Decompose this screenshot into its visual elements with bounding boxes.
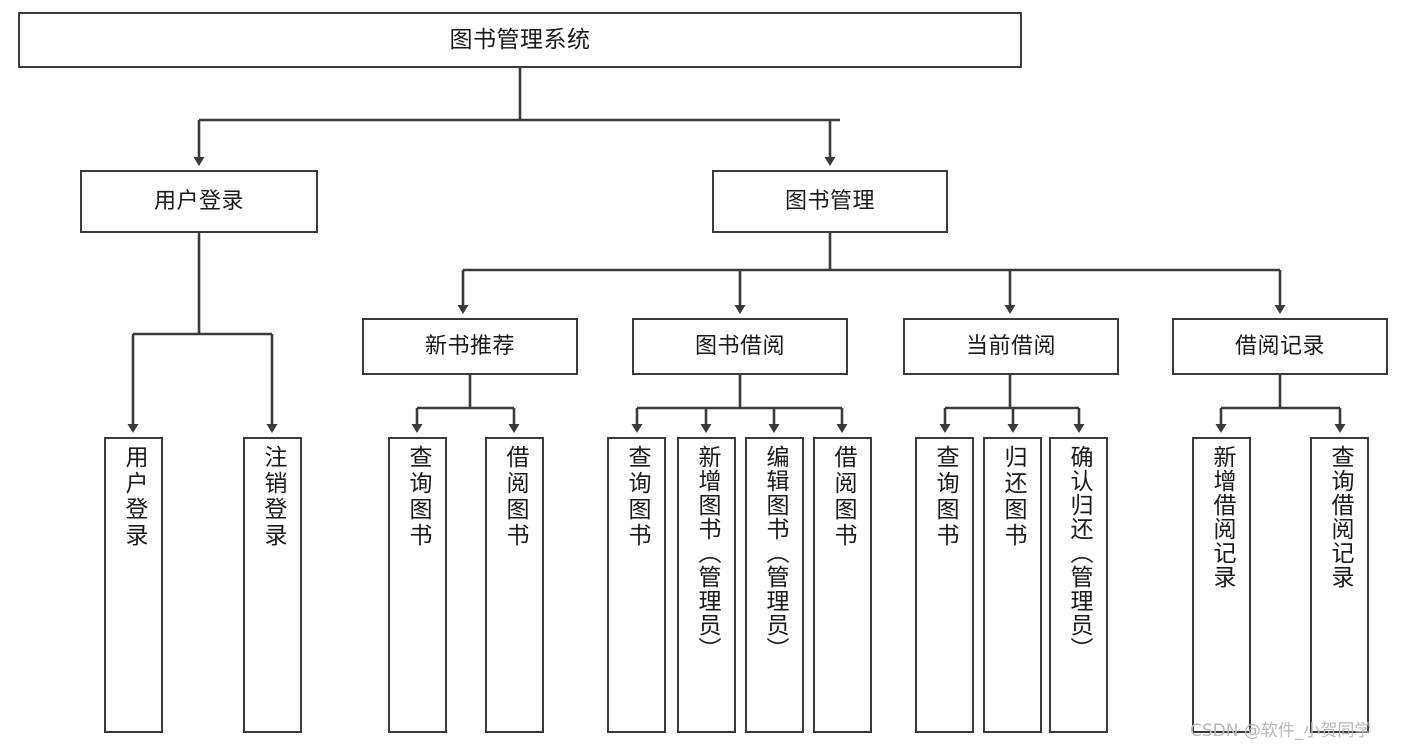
leaf-current-borrow-query-book[interactable]: 查询图书 bbox=[915, 437, 974, 733]
node-current-borrow[interactable]: 当前借阅 bbox=[903, 318, 1119, 375]
leaf-book-borrow-query-book[interactable]: 查询图书 bbox=[607, 437, 666, 733]
node-label: 借阅图书 bbox=[830, 445, 856, 549]
node-label: 图书借阅 bbox=[694, 333, 785, 359]
node-label: 归还图书 bbox=[1000, 445, 1026, 549]
node-label: 借阅记录 bbox=[1234, 333, 1325, 359]
node-root-book-management-system[interactable]: 图书管理系统 bbox=[18, 12, 1022, 68]
node-label: 查询借阅记录 bbox=[1327, 445, 1353, 589]
leaf-new-book-borrow-book[interactable]: 借阅图书 bbox=[485, 437, 544, 733]
node-borrow-record[interactable]: 借阅记录 bbox=[1172, 318, 1388, 375]
csdn-watermark: CSDN @软件_小贺同学 bbox=[1190, 721, 1372, 741]
node-new-book-recommend[interactable]: 新书推荐 bbox=[362, 318, 578, 375]
node-label: 图书管理 bbox=[784, 188, 875, 214]
node-book-borrow[interactable]: 图书借阅 bbox=[632, 318, 848, 375]
node-user-login[interactable]: 用户登录 bbox=[80, 170, 318, 233]
node-label: 图书管理系统 bbox=[449, 26, 591, 53]
node-label: 用户登录 bbox=[121, 445, 147, 549]
node-label: 查询图书 bbox=[624, 445, 650, 549]
node-label: 当前借阅 bbox=[965, 333, 1056, 359]
node-label: 新增图书（管理员） bbox=[694, 445, 720, 661]
node-label: 用户登录 bbox=[153, 188, 244, 214]
node-label: 新增借阅记录 bbox=[1209, 445, 1235, 589]
node-label: 注销登录 bbox=[260, 445, 286, 549]
leaf-book-borrow-edit-book-admin[interactable]: 编辑图书（管理员） bbox=[745, 437, 804, 733]
leaf-user-login-login[interactable]: 用户登录 bbox=[104, 437, 163, 733]
leaf-user-login-logout[interactable]: 注销登录 bbox=[243, 437, 302, 733]
leaf-borrow-record-query-record[interactable]: 查询借阅记录 bbox=[1310, 437, 1369, 733]
node-label: 借阅图书 bbox=[502, 445, 528, 549]
node-label: 确认归还（管理员） bbox=[1066, 445, 1092, 661]
node-label: 编辑图书（管理员） bbox=[762, 445, 788, 661]
leaf-book-borrow-borrow-book[interactable]: 借阅图书 bbox=[813, 437, 872, 733]
node-label: 新书推荐 bbox=[424, 333, 515, 359]
node-book-management[interactable]: 图书管理 bbox=[712, 170, 948, 233]
leaf-book-borrow-add-book-admin[interactable]: 新增图书（管理员） bbox=[677, 437, 736, 733]
node-label: 查询图书 bbox=[405, 445, 431, 549]
leaf-borrow-record-add-record[interactable]: 新增借阅记录 bbox=[1192, 437, 1251, 733]
leaf-current-borrow-confirm-return-admin[interactable]: 确认归还（管理员） bbox=[1049, 437, 1108, 733]
node-label: 查询图书 bbox=[932, 445, 958, 549]
leaf-new-book-query-book[interactable]: 查询图书 bbox=[388, 437, 447, 733]
leaf-current-borrow-return-book[interactable]: 归还图书 bbox=[983, 437, 1042, 733]
